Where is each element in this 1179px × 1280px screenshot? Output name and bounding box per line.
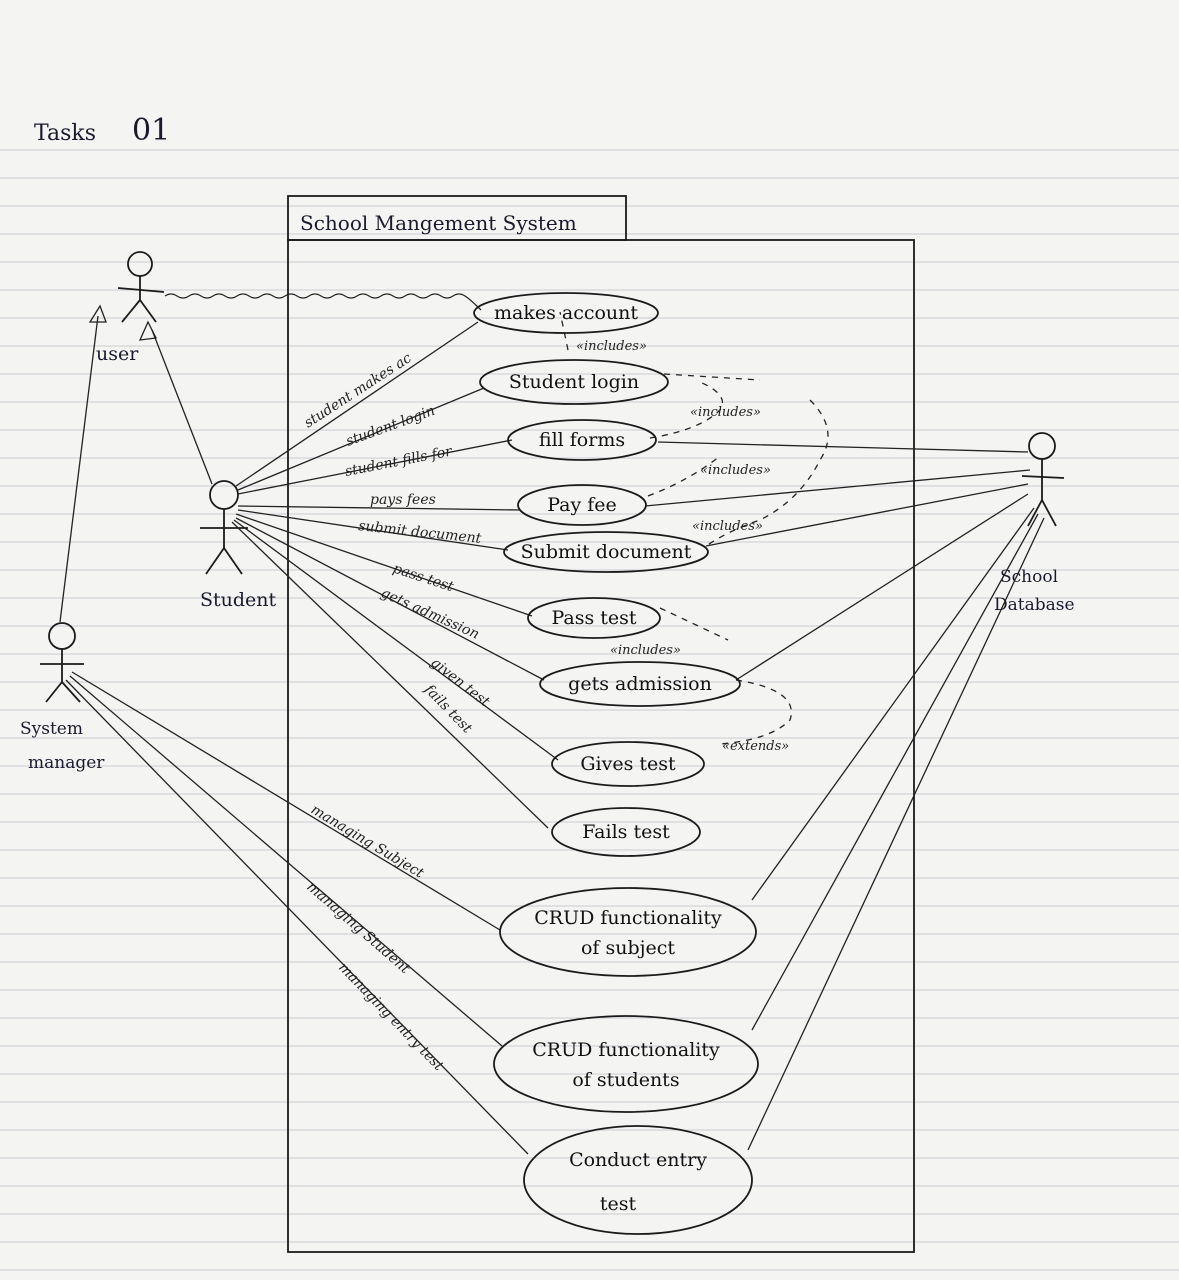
label-managing-entry: managing entry test <box>335 960 446 1075</box>
svg-text:Fails test: Fails test <box>582 821 670 843</box>
use-case-submit-document: Submit document <box>503 531 709 573</box>
actor-school-database: School Database <box>994 432 1075 615</box>
actor-system-manager-label-1: System <box>20 719 83 739</box>
use-case-fails-test: Fails test <box>551 807 701 857</box>
label-managing-subject: managing Subject <box>308 802 427 882</box>
svg-text:Gives test: Gives test <box>580 753 676 775</box>
use-case-crud-subject: CRUD functionality of subject <box>499 887 757 977</box>
label-pass: pass test <box>391 561 456 596</box>
svg-text:Conduct entry: Conduct entry <box>569 1149 707 1171</box>
stereotype-include-3: «includes» <box>700 463 771 478</box>
use-case-conduct-entry-test: Conduct entry test <box>523 1125 753 1235</box>
task-number: 01 <box>132 113 170 148</box>
svg-text:CRUD functionality: CRUD functionality <box>532 1039 720 1061</box>
stereotype-include-2: «includes» <box>690 405 761 420</box>
system-title: School Mangement System <box>300 211 577 235</box>
label-submit: submit document <box>358 518 483 547</box>
generalization-arrowhead-manager <box>88 304 107 323</box>
generalization-student-user <box>151 329 213 485</box>
svg-text:of subject: of subject <box>581 937 675 959</box>
label-fills: student fills for <box>344 443 455 480</box>
svg-text:Submit document: Submit document <box>521 541 692 563</box>
actor-user: user <box>96 251 165 365</box>
actor-student-label: Student <box>200 589 277 611</box>
manager-associations <box>65 671 529 1155</box>
svg-text:Pass test: Pass test <box>551 607 636 629</box>
association-labels: student makes ac student login student f… <box>301 350 492 1074</box>
label-pays: pays fees <box>370 492 436 508</box>
use-case-makes-account: makes account <box>473 292 659 334</box>
svg-text:gets admission: gets admission <box>568 673 712 695</box>
actor-school-database-label-1: School <box>1000 567 1058 587</box>
generalization-manager-user <box>59 315 99 623</box>
svg-text:Student login: Student login <box>509 371 639 393</box>
use-case-fill-forms: fill forms <box>507 419 657 461</box>
use-case-pass-test: Pass test <box>527 597 661 639</box>
svg-text:Pay fee: Pay fee <box>547 494 617 516</box>
svg-text:fill forms: fill forms <box>539 429 625 451</box>
stereotype-extend-1: «extends» <box>722 739 789 754</box>
task-label: Tasks <box>34 121 96 146</box>
student-associations <box>231 321 559 829</box>
use-case-student-login: Student login <box>479 359 669 405</box>
actor-system-manager-label-2: manager <box>28 753 105 773</box>
database-associations <box>644 441 1045 1151</box>
use-case-gets-admission: gets admission <box>539 661 741 707</box>
generalization-arrowhead-student <box>138 320 157 341</box>
svg-text:makes account: makes account <box>494 302 638 324</box>
svg-text:CRUD functionality: CRUD functionality <box>534 907 722 929</box>
actor-school-database-label-2: Database <box>994 595 1075 615</box>
actor-system-manager: System manager <box>20 622 105 773</box>
include-relations <box>559 311 829 745</box>
stereotype-include-5: «includes» <box>610 643 681 658</box>
use-case-pay-fee: Pay fee <box>517 484 647 526</box>
svg-text:of students: of students <box>572 1069 679 1091</box>
stereotype-labels: «includes» «includes» «includes» «includ… <box>576 339 789 754</box>
use-case-crud-students: CRUD functionality of students <box>493 1015 759 1113</box>
stereotype-include-4: «includes» <box>692 519 763 534</box>
stereotype-include-1: «includes» <box>576 339 647 354</box>
actor-student: Student <box>200 480 277 611</box>
svg-text:test: test <box>600 1193 637 1215</box>
actor-user-label: user <box>96 343 139 365</box>
label-login: student login <box>344 403 437 450</box>
system-title-box <box>287 195 627 241</box>
association-user-makes-account <box>164 293 482 311</box>
use-case-gives-test: Gives test <box>551 741 705 787</box>
